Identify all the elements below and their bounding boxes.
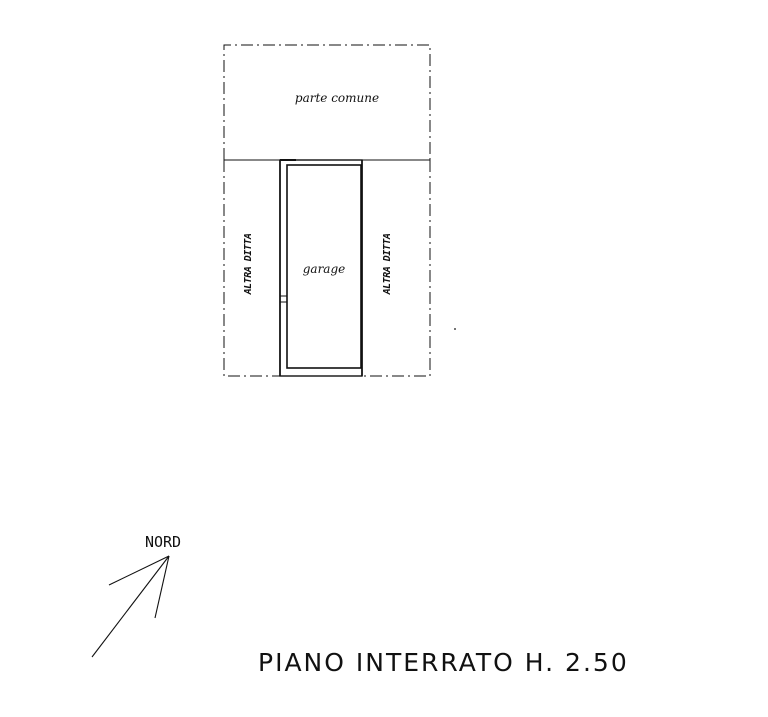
common-area: parte comune	[223, 44, 431, 160]
left-unit: ALTRA DITTA	[223, 159, 281, 377]
common-area-outline	[223, 44, 431, 160]
right-unit: ALTRA DITTA	[361, 159, 431, 377]
north-arrow-head-left	[108, 555, 170, 586]
left-unit-outline	[223, 160, 280, 377]
north-arrow-head-right	[154, 555, 170, 619]
garage-room: garage	[279, 159, 363, 377]
garage-inner-wall	[286, 164, 362, 369]
right-unit-label: ALTRA DITTA	[382, 233, 393, 295]
north-arrow-shaft	[91, 555, 170, 658]
north-label: NORD	[145, 533, 181, 551]
garage-outer-wall	[279, 159, 363, 377]
stray-dot	[454, 328, 456, 330]
north-arrow: NORD	[91, 533, 181, 658]
common-area-label: parte comune	[295, 91, 379, 105]
floor-title: PIANO INTERRATO H. 2.50	[258, 648, 629, 677]
right-unit-outline	[362, 160, 431, 377]
left-unit-label: ALTRA DITTA	[243, 233, 254, 295]
garage-label: garage	[303, 262, 346, 276]
